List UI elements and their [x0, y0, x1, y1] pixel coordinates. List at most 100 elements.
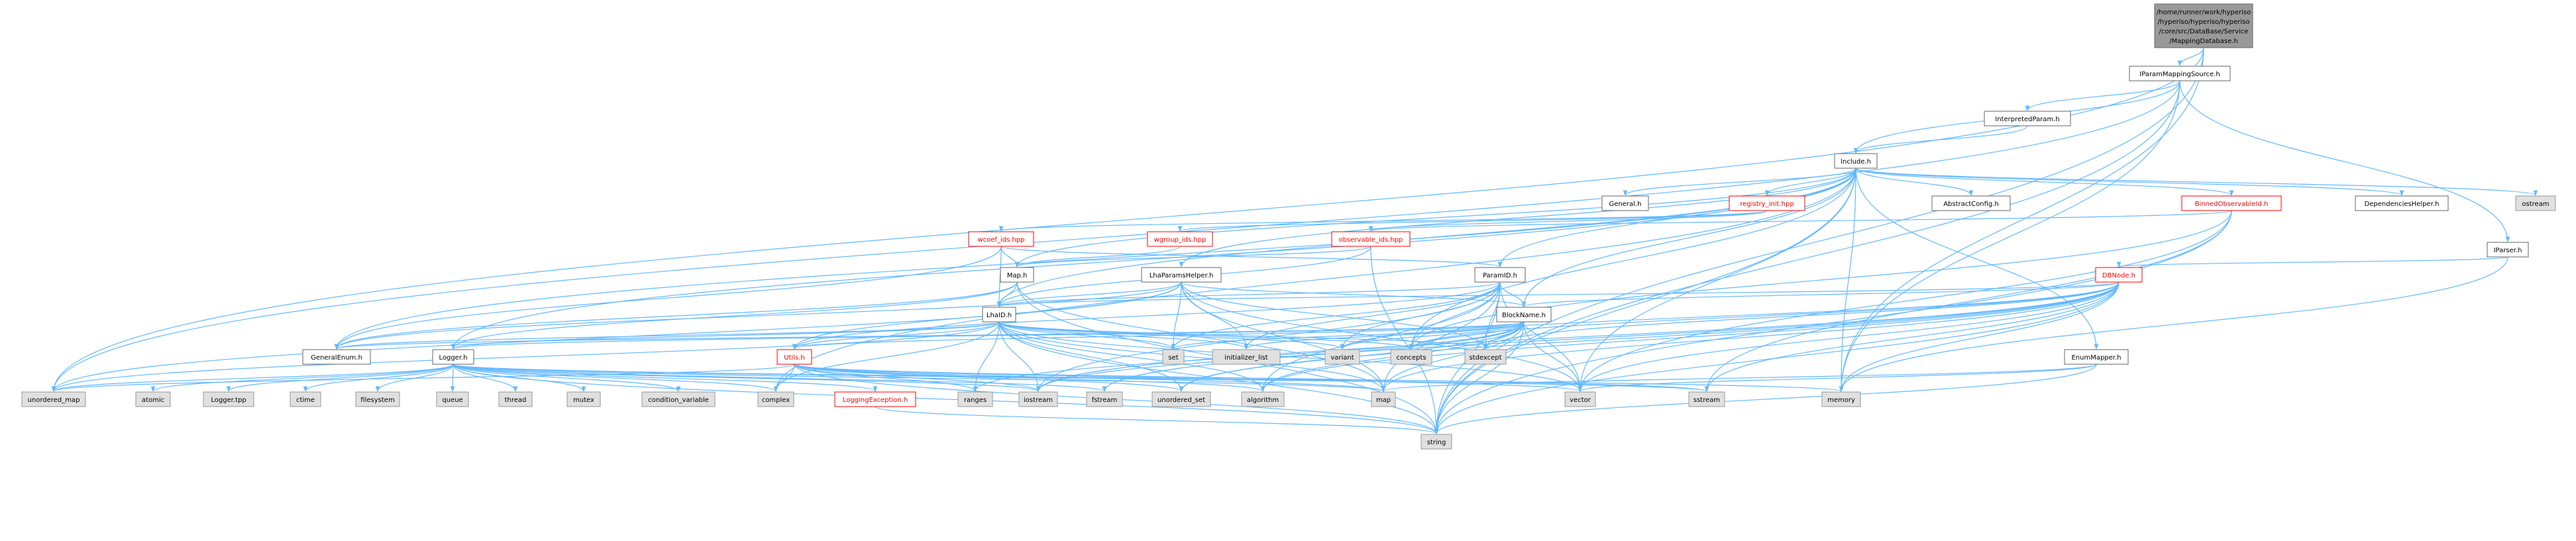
- edge-logger-to-ctime: [303, 364, 454, 392]
- node-box: [498, 391, 533, 407]
- edge-iparser-to-memory: [1839, 256, 2508, 392]
- node-box: [1141, 267, 1222, 283]
- node-map_h[interactable]: Map.h: [1000, 267, 1034, 283]
- node-box: [1564, 391, 1596, 407]
- node-lhaid[interactable]: LhaID.h: [982, 307, 1016, 322]
- node-iparser[interactable]: IParser.h: [2487, 242, 2529, 258]
- node-label: variant: [1330, 354, 1354, 362]
- node-box: [1018, 391, 1058, 407]
- node-label: ranges: [964, 397, 987, 404]
- node-label: Utils.h: [784, 354, 805, 362]
- node-deps[interactable]: DependenciesHelper.h: [2355, 195, 2449, 211]
- node-label: complex: [762, 397, 790, 404]
- node-box: [1931, 195, 2011, 211]
- edge-lhaid-to-iostream: [998, 321, 1041, 392]
- node-vector: vector: [1564, 391, 1596, 407]
- edge-blockname-to-vector: [1523, 321, 1583, 392]
- node-box: [1390, 349, 1432, 365]
- node-label: GeneralEnum.h: [311, 354, 362, 362]
- node-lhaparams[interactable]: LhaParamsHelper.h: [1141, 267, 1222, 283]
- edge-blockname-to-initlist: [1244, 321, 1525, 350]
- node-label: observable_ids.hpp: [1339, 236, 1403, 244]
- node-box: [2064, 349, 2129, 365]
- edge-include-to-abstract: [1855, 168, 1974, 196]
- edge-root-to-unordered_map: [51, 47, 2204, 392]
- node-label: DependenciesHelper.h: [2365, 201, 2440, 208]
- edge-dbnode-to-vector: [1578, 281, 2120, 392]
- edge-include-to-blockname: [1521, 168, 1856, 307]
- node-box: [1331, 231, 1411, 247]
- node-dbnode[interactable]: DBNode.h: [2095, 267, 2143, 283]
- node-algorithm: algorithm: [1241, 391, 1285, 407]
- node-include[interactable]: Include.h: [1834, 153, 1878, 169]
- edge-binned-to-vector: [1578, 210, 2232, 392]
- node-general[interactable]: General.h: [1601, 195, 1649, 211]
- edge-include-to-deps: [1855, 168, 2404, 196]
- node-label: InterpretedParam.h: [1995, 116, 2060, 123]
- node-label: unordered_set: [1157, 397, 1205, 404]
- edge-dbnode-to-map: [1381, 281, 2120, 392]
- node-genenum[interactable]: GeneralEnum.h: [302, 349, 371, 365]
- node-root[interactable]: /home/runner/work/hyperiso/hyperiso/hype…: [2154, 3, 2253, 48]
- edge-dbnode-to-concepts: [1409, 281, 2120, 350]
- edge-dbnode-to-fstream: [1102, 281, 2120, 392]
- node-box: [2095, 267, 2143, 283]
- node-label: BinnedObservableId.h: [2195, 201, 2269, 208]
- node-abstract[interactable]: AbstractConfig.h: [1931, 195, 2011, 211]
- node-logger[interactable]: Logger.h: [432, 349, 474, 365]
- node-blockname[interactable]: BlockName.h: [1496, 307, 1552, 322]
- edge-map_h-to-logger: [451, 281, 1018, 350]
- node-box: [21, 391, 86, 407]
- node-box: [290, 391, 321, 407]
- edge-logger-to-fstream: [453, 364, 1106, 392]
- edge-lhaid-to-string: [998, 321, 1439, 434]
- edge-iparam-to-interp: [2025, 80, 2180, 111]
- node-observable[interactable]: observable_ids.hpp: [1331, 231, 1411, 247]
- edge-dbnode-to-sstream: [1704, 281, 2120, 392]
- node-utils[interactable]: Utils.h: [777, 349, 812, 365]
- node-complex: complex: [757, 391, 794, 407]
- node-label: stdexcept: [1469, 354, 1501, 362]
- edge-utils-to-unordered_set: [794, 364, 1184, 392]
- node-map: map: [1371, 391, 1396, 407]
- node-registry[interactable]: registry_init.hpp: [1729, 195, 1805, 211]
- node-label: /MappingDatabase.h: [2169, 38, 2238, 45]
- node-enummapper[interactable]: EnumMapper.h: [2064, 349, 2129, 365]
- edge-logger-to-loggertpp: [226, 364, 454, 392]
- node-label: DBNode.h: [2102, 272, 2135, 279]
- node-memory: memory: [1821, 391, 1861, 407]
- node-label: wgroup_ids.hpp: [1154, 236, 1207, 244]
- node-iparam[interactable]: IParamMappingSource.h: [2129, 66, 2231, 81]
- edge-blockname-to-map: [1381, 321, 1525, 392]
- node-interp[interactable]: InterpretedParam.h: [1984, 111, 2071, 126]
- node-box: [2515, 195, 2556, 211]
- edge-root-to-memory: [1839, 47, 2204, 392]
- edge-blockname-to-string: [1434, 321, 1525, 434]
- node-filesystem: filesystem: [355, 391, 400, 407]
- node-wcoef[interactable]: wcoef_ids.hpp: [968, 231, 1034, 247]
- node-box: [1086, 391, 1123, 407]
- edge-binned-to-sstream: [1704, 210, 2232, 392]
- edge-enummapper-to-map: [1381, 364, 2097, 392]
- node-label: General.h: [1609, 201, 1642, 208]
- node-label: Logger.tpp: [211, 397, 246, 404]
- node-wgroup[interactable]: wgroup_ids.hpp: [1147, 231, 1213, 247]
- edge-lhaid-to-ranges: [973, 321, 1000, 392]
- edge-observable-to-map_h: [1014, 246, 1371, 268]
- node-label: concepts: [1396, 354, 1426, 362]
- node-box: [1162, 349, 1185, 365]
- edge-lhaid-to-set: [998, 321, 1176, 350]
- edge-lhaparams-to-genenum: [334, 281, 1182, 350]
- edge-include-to-memory: [1839, 168, 1856, 392]
- node-label: vector: [1570, 397, 1591, 404]
- node-box: [1601, 195, 1649, 211]
- node-binned[interactable]: BinnedObservableId.h: [2181, 195, 2282, 211]
- node-paramid[interactable]: ParamID.h: [1474, 267, 1526, 283]
- edge-iparser-to-dbnode: [2117, 256, 2508, 268]
- node-logexc[interactable]: LoggingException.h: [834, 391, 916, 407]
- edge-map_h-to-genenum: [334, 281, 1018, 350]
- node-box: [1324, 349, 1360, 365]
- node-box: [1984, 111, 2071, 126]
- node-label: memory: [1827, 397, 1855, 404]
- node-box: [432, 349, 474, 365]
